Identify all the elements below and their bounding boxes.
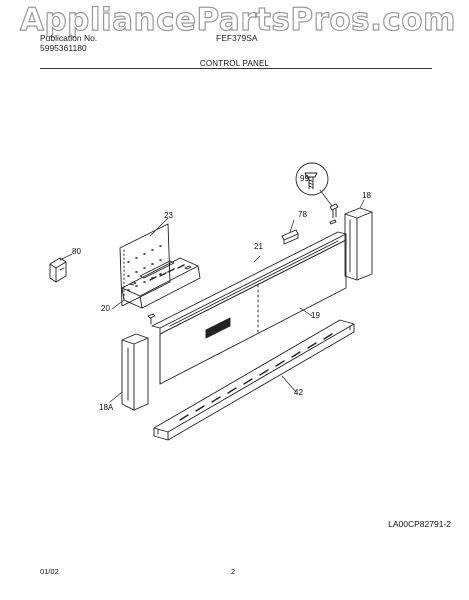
- figure-code: LA00CP82791-2: [388, 519, 451, 529]
- callout-23: 23: [164, 211, 173, 220]
- callout-78: 78: [298, 210, 307, 219]
- section-title: CONTROL PANEL: [199, 59, 270, 68]
- callout-20: 20: [101, 304, 110, 313]
- callout-19: 19: [311, 311, 320, 320]
- publication-label: Publication No.: [40, 33, 98, 43]
- part-18a-left-end-cap: [121, 333, 149, 411]
- callout-99: 99: [300, 174, 309, 183]
- part-20-control-board: [121, 257, 201, 309]
- callout-80: 80: [72, 247, 81, 256]
- model-number: FEF379SA: [216, 33, 258, 43]
- leader-lines: [59, 189, 365, 403]
- footer-date: 01/02: [40, 567, 59, 576]
- callout-42: 42: [294, 388, 303, 397]
- part-20-screw: [147, 313, 156, 325]
- part-19-control-panel: [159, 239, 347, 385]
- header-divider: [40, 68, 432, 69]
- page-number: 2: [231, 567, 236, 576]
- watermark: AppliancePartsPros.com: [19, 1, 456, 38]
- part-42-vent-trim: [153, 319, 355, 441]
- part-18-right-end-cap: [344, 207, 373, 281]
- callout-18a: 18A: [99, 403, 114, 412]
- callout-18: 18: [362, 191, 371, 200]
- callout-21: 21: [254, 242, 263, 251]
- part-99-screw: [295, 162, 329, 196]
- part-80-clip: [49, 257, 67, 283]
- part-99-screw-installed: [329, 203, 339, 225]
- part-78-badge: [281, 229, 299, 245]
- publication-number: 5995361180: [40, 43, 87, 53]
